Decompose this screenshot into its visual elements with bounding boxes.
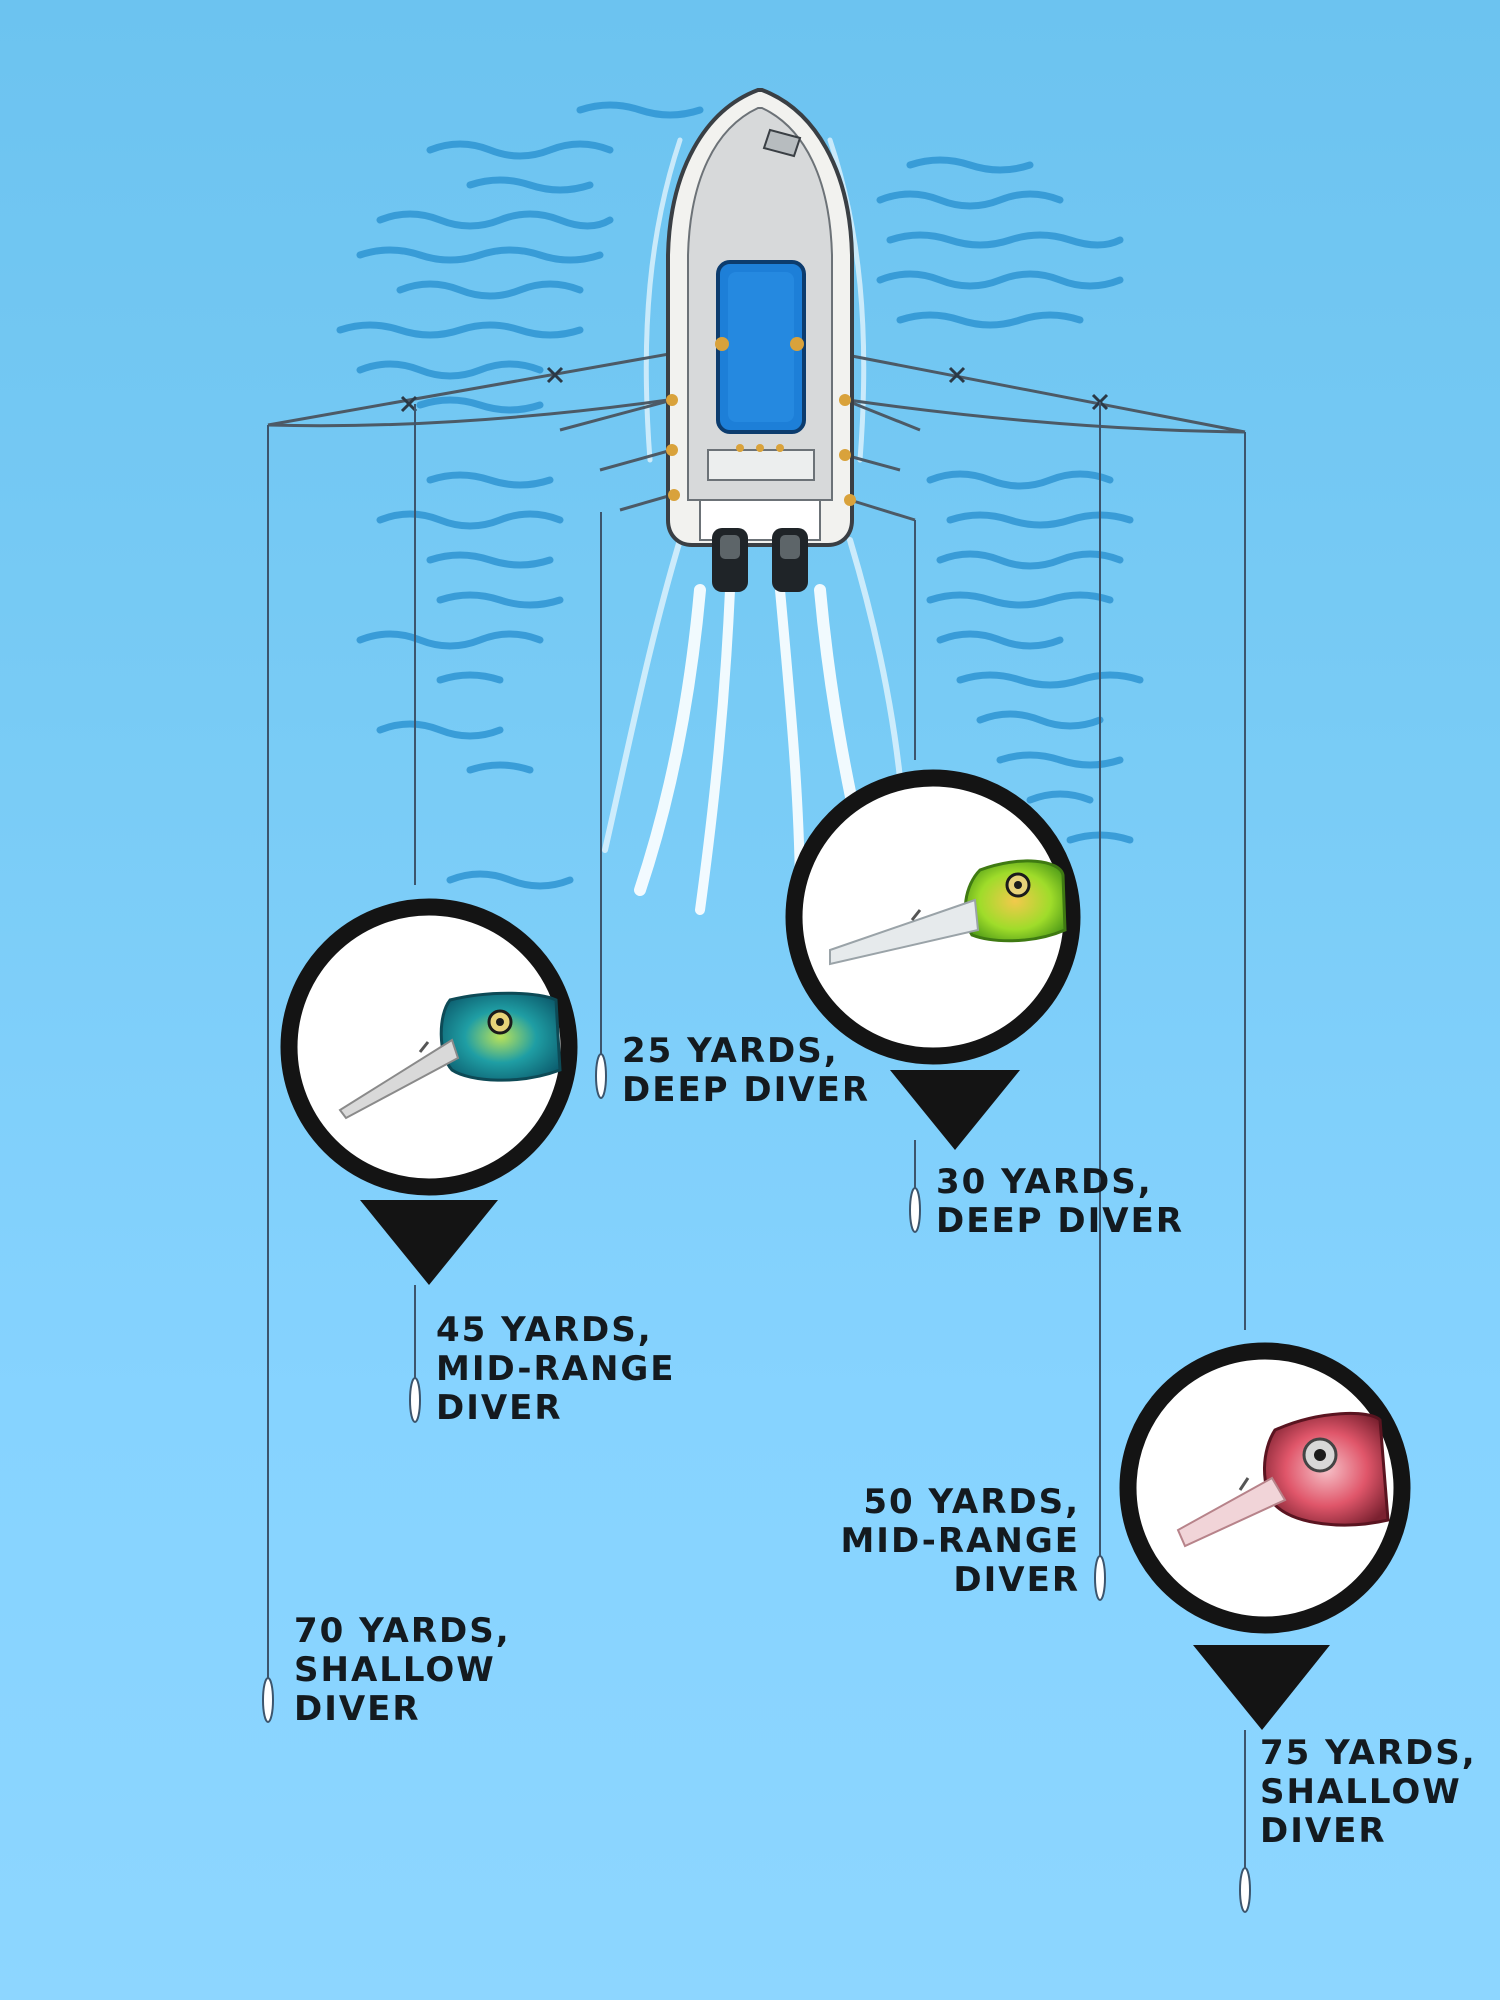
label-45-yards-mid-range-diver: 45 YARDS, MID-RANGE DIVER xyxy=(436,1310,676,1428)
lure-icon xyxy=(1176,1412,1390,1548)
boat-icon xyxy=(666,88,856,547)
fishing-lines xyxy=(267,402,1246,1880)
label-25-yards-deep-diver: 25 YARDS, DEEP DIVER xyxy=(622,1031,871,1110)
water-ripples xyxy=(336,101,1144,890)
callout-chartreuse-lure xyxy=(785,769,1081,1150)
callout-red-lure xyxy=(1119,1342,1411,1730)
lure-icon xyxy=(338,991,562,1120)
lure-icon xyxy=(829,859,1067,966)
label-50-yards-mid-range-diver: 50 YARDS, MID-RANGE DIVER xyxy=(840,1482,1080,1600)
callout-teal-lure xyxy=(280,898,578,1285)
label-70-yards-shallow-diver: 70 YARDS, SHALLOW DIVER xyxy=(294,1611,511,1729)
outboard-motor-icon xyxy=(712,528,808,592)
bobber-icon xyxy=(262,1053,1251,1913)
label-75-yards-shallow-diver: 75 YARDS, SHALLOW DIVER xyxy=(1260,1733,1477,1851)
outrigger-poles xyxy=(267,343,1246,522)
label-30-yards-deep-diver: 30 YARDS, DEEP DIVER xyxy=(936,1162,1185,1241)
